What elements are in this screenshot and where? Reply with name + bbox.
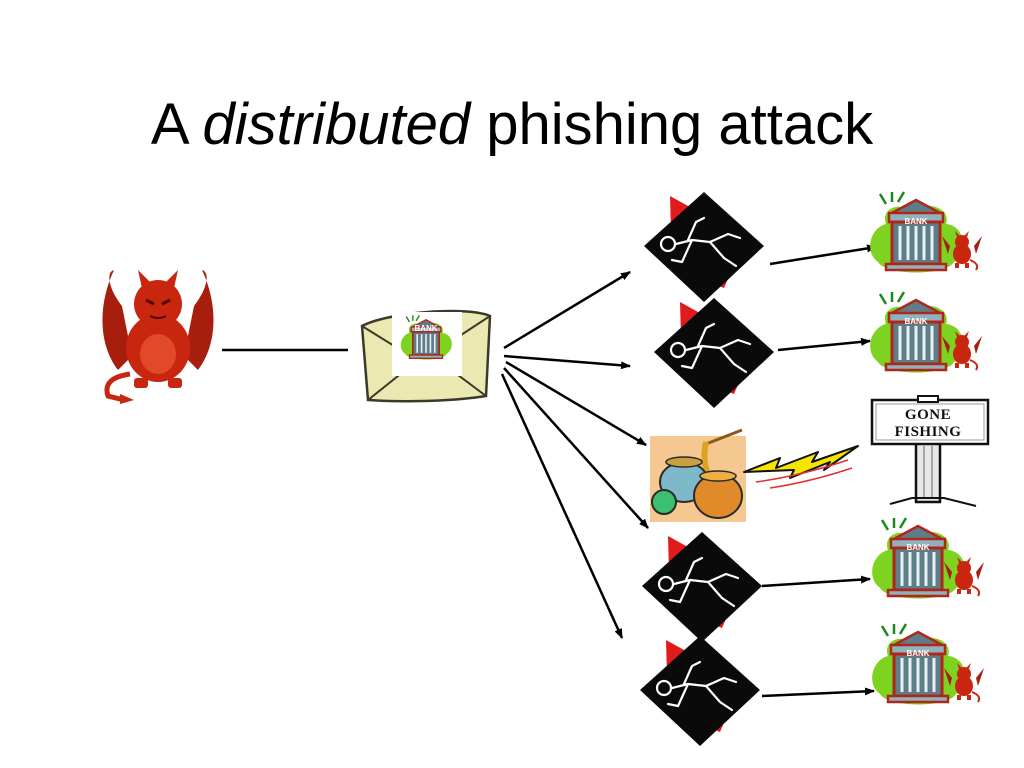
sign-line-1: GONE (905, 407, 951, 423)
honey-pot-icon (650, 428, 746, 522)
gone-fishing-sign-icon (870, 395, 990, 507)
title-emphasis: distributed (202, 92, 471, 157)
page-title: A distributed phishing attack (0, 96, 1024, 154)
bank-labels: BANK BANK BANK BANK (904, 217, 929, 658)
bank-with-devil-icon-2 (870, 292, 982, 373)
fanout-arrows (500, 270, 649, 639)
bank-with-devil-icon-1 (870, 192, 982, 273)
devil-icon (102, 270, 214, 404)
title-suffix: phishing attack (486, 92, 874, 157)
title-prefix: A (150, 92, 187, 157)
bank-label: BANK (904, 317, 927, 326)
bank-label: BANK (904, 217, 927, 226)
envelope-bank-icon (360, 309, 492, 403)
victim-icon-4 (638, 634, 762, 748)
bank-label: BANK (906, 649, 929, 658)
victim-icon-3 (640, 530, 764, 644)
sign-line-2: FISHING (895, 424, 962, 440)
lightning-icon (743, 445, 859, 489)
envelope-bank-label: BANK (414, 324, 437, 333)
bank-label: BANK (906, 543, 929, 552)
victim-icon-1 (642, 190, 766, 304)
bank-with-devil-icon-3 (872, 518, 984, 599)
bank-with-devil-icon-4 (872, 624, 984, 705)
victim-bank-arrows (761, 244, 877, 698)
victim-icon-2 (652, 296, 776, 410)
